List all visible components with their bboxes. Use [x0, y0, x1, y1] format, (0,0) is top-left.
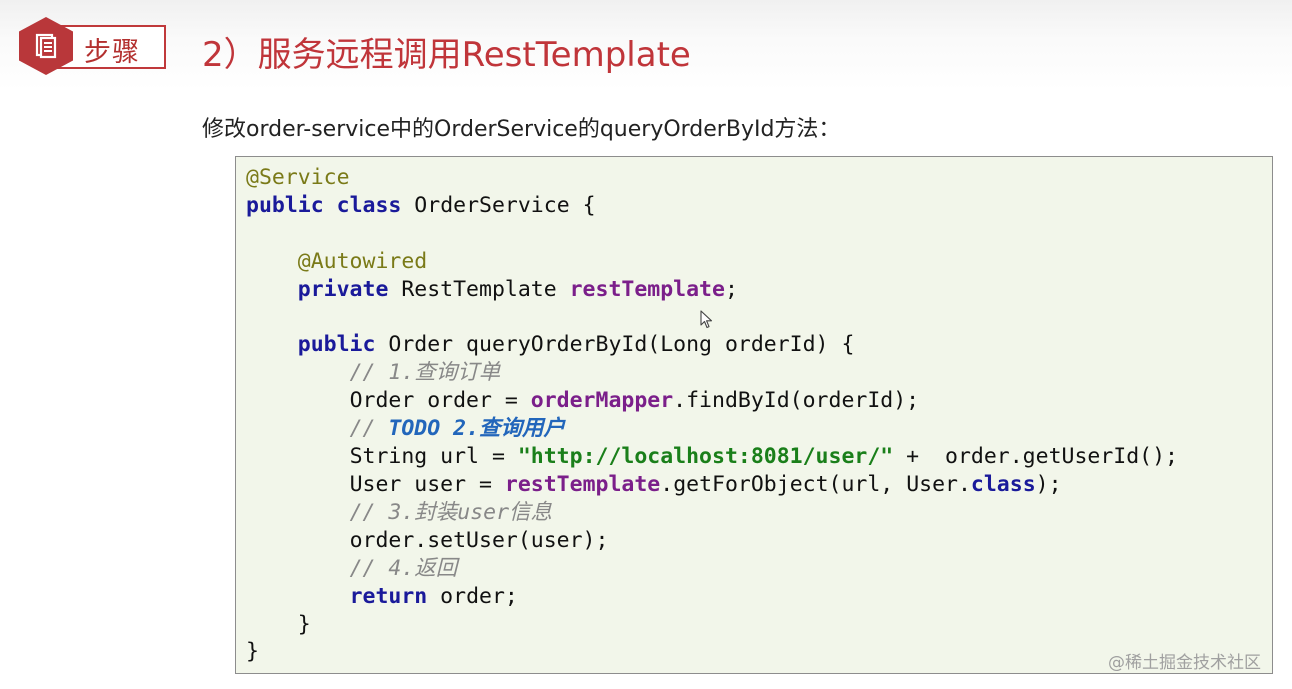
code-keyword: public: [297, 332, 376, 358]
step-label: 步骤: [84, 37, 140, 68]
code-comment: // 1.查询订单: [349, 360, 501, 386]
code-text: RestTemplate: [388, 276, 570, 302]
code-keyword: return: [349, 583, 428, 609]
code-field: restTemplate: [569, 276, 725, 302]
code-text: + order.getUserId();: [893, 444, 1179, 470]
mouse-pointer-icon: [700, 310, 713, 329]
code-field: orderMapper: [530, 388, 674, 414]
code-text: .getForObject(url, User.: [660, 471, 971, 497]
watermark: @稀土掘金技术社区: [1108, 653, 1261, 673]
code-keyword: class: [336, 192, 402, 218]
code-text: order;: [427, 583, 518, 609]
code-block: @Service public class OrderService { @Au…: [235, 156, 1273, 674]
code-todo: TODO 2.查询用户: [388, 416, 566, 442]
code-comment: // 4.返回: [349, 555, 458, 581]
code-text: }: [246, 639, 259, 665]
code-keyword: public: [246, 192, 324, 218]
code-text: Order order =: [349, 388, 531, 414]
page-title: 2）服务远程调用RestTemplate: [202, 35, 691, 75]
code-field: restTemplate: [504, 471, 661, 497]
code-text: ;: [724, 276, 738, 302]
code-text: User user =: [349, 471, 505, 497]
code-text: );: [1035, 471, 1062, 497]
code-annotation: @Autowired: [297, 248, 428, 274]
code-text: order.setUser(user);: [349, 527, 609, 553]
code-text: OrderService {: [401, 192, 596, 218]
code-keyword: class: [970, 471, 1036, 497]
code-comment: // 3.封装user信息: [349, 499, 553, 525]
slide-header: 步骤 2）服务远程调用RestTemplate: [0, 0, 1292, 92]
document-icon: [35, 33, 57, 59]
code-annotation: @Service: [246, 165, 350, 190]
code-keyword: private: [297, 276, 389, 302]
instruction-text: 修改order-service中的OrderService的queryOrder…: [202, 117, 841, 142]
code-text: }: [297, 611, 311, 637]
code-comment: //: [349, 416, 389, 442]
code-text: String url =: [349, 444, 518, 470]
code-listing: @Service public class OrderService { @Au…: [246, 164, 1178, 666]
code-text: Order queryOrderById(Long orderId) {: [375, 332, 855, 358]
code-string: "http://localhost:8081/user/": [517, 444, 894, 470]
code-text: .findById(orderId);: [673, 388, 920, 414]
